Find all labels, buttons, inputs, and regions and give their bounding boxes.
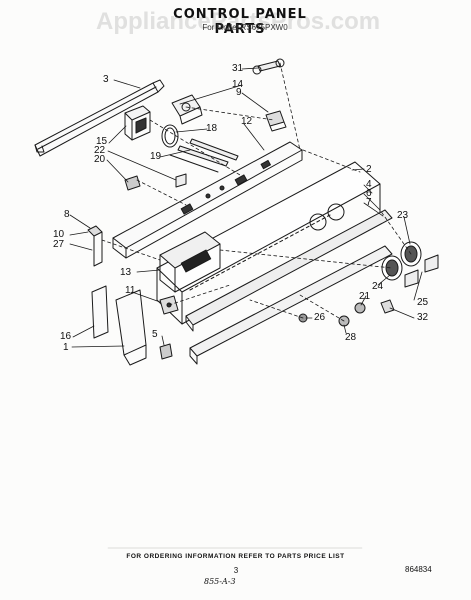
callout-14: 14 — [232, 79, 244, 90]
diagram-title: CONTROL PANEL PARTS — [173, 7, 307, 37]
callout-23: 23 — [397, 210, 409, 221]
callout-13: 13 — [120, 267, 132, 278]
callout-11: 11 — [125, 285, 136, 296]
lower-channel-part — [185, 209, 393, 365]
left-bracket-part — [87, 225, 103, 267]
callout-21: 21 — [359, 291, 371, 302]
callout-1: 1 — [63, 342, 69, 353]
handwritten-code: 855-A-3 — [204, 577, 236, 586]
callout-26: 26 — [314, 312, 326, 323]
knob-insert-part — [265, 110, 287, 132]
callout-8: 8 — [64, 209, 70, 220]
callout-15: 15 — [96, 136, 108, 147]
clip-part — [124, 173, 187, 191]
callout-6: 6 — [366, 188, 372, 199]
callout-18: 18 — [206, 123, 218, 134]
callout-3: 3 — [103, 74, 109, 85]
callout-10: 10 — [53, 229, 65, 240]
callout-5: 5 — [152, 329, 158, 340]
mounting-bracket-part — [252, 58, 285, 75]
trim-strip-part — [34, 79, 165, 157]
callout-28: 28 — [345, 332, 357, 343]
cap-part — [159, 343, 173, 360]
control-knobs — [381, 241, 439, 288]
switch-block-part — [124, 105, 151, 141]
ordering-info-note: FOR ORDERING INFORMATION REFER TO PARTS … — [126, 553, 345, 560]
callout-24: 24 — [372, 281, 384, 292]
drawing-code: 864834 — [405, 565, 432, 574]
switch-housing-part — [171, 94, 203, 125]
control-panel-back-plate — [112, 141, 303, 259]
callout-4: 4 — [366, 179, 372, 190]
callout-2: 2 — [366, 164, 372, 175]
callout-25: 25 — [417, 297, 429, 308]
callout-32: 32 — [417, 312, 429, 323]
model-subtitle: For Model RS675PXW0 — [202, 23, 288, 32]
clock-module-part — [159, 231, 221, 293]
callout-20: 20 — [94, 154, 106, 165]
page-number: 3 — [233, 566, 239, 575]
callout-9: 9 — [236, 87, 242, 98]
callout-31: 31 — [232, 63, 244, 74]
callout-27: 27 — [53, 239, 65, 250]
end-bracket-parts — [91, 285, 147, 366]
callout-7: 7 — [366, 197, 372, 208]
rod-parts — [169, 138, 239, 173]
callout-16: 16 — [60, 331, 72, 342]
callout-22: 22 — [94, 145, 106, 156]
callout-12: 12 — [241, 116, 253, 127]
callout-19: 19 — [150, 151, 162, 162]
